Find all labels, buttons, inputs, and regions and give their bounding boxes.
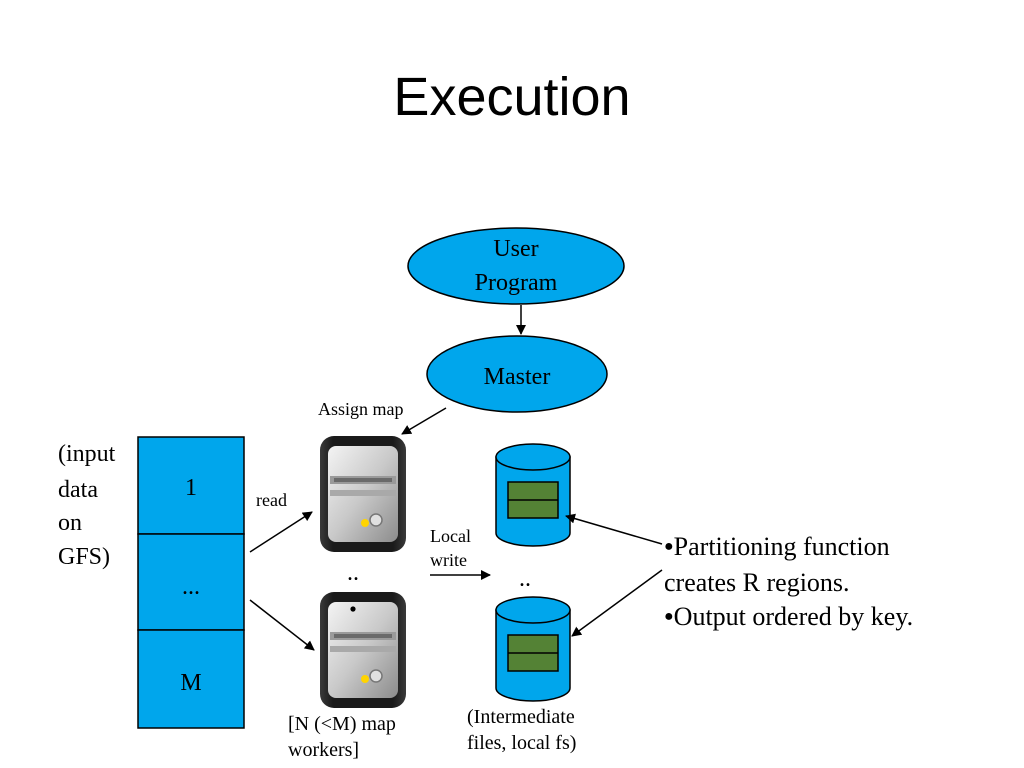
intermediate-note-line1: (Intermediate bbox=[467, 706, 575, 728]
split-label-3: M bbox=[180, 670, 201, 696]
intermediate-disk-top bbox=[495, 443, 571, 547]
arrow-partition-top bbox=[565, 513, 663, 545]
map-worker-bottom bbox=[319, 591, 407, 709]
bullet-item-1: ●Partitioning function bbox=[664, 530, 913, 566]
server-icon bbox=[319, 591, 407, 709]
map-worker-top bbox=[319, 435, 407, 553]
master-node: Master bbox=[426, 335, 608, 413]
input-note-line1: (input bbox=[58, 441, 116, 467]
bullet-text: Partitioning function bbox=[673, 532, 890, 561]
input-note-line3: on bbox=[58, 510, 82, 536]
input-splits: 1 ... M bbox=[137, 436, 245, 729]
workers-ellipsis-dots: .. bbox=[347, 560, 359, 586]
master-label: Master bbox=[484, 364, 551, 390]
bullet-text: creates R regions. bbox=[664, 568, 850, 598]
local-write-label-line2: write bbox=[430, 550, 467, 570]
workers-note-line1: [N (<M) map bbox=[288, 713, 396, 735]
bullet-text: Output ordered by key. bbox=[673, 602, 914, 632]
local-write-label-line1: Local bbox=[430, 526, 471, 546]
split-box-1 bbox=[137, 436, 245, 535]
split-box-3 bbox=[137, 629, 245, 729]
workers-note-line2: workers] bbox=[288, 739, 359, 761]
user-program-node: User Program bbox=[407, 227, 625, 305]
read-label: read bbox=[256, 490, 287, 510]
bullet-marker: ● bbox=[664, 608, 674, 626]
user-program-label-line2: Program bbox=[475, 270, 558, 296]
split-label-2: ... bbox=[182, 574, 200, 600]
arrow-read-bottom bbox=[249, 599, 315, 651]
intermediate-disk-bottom bbox=[495, 596, 571, 702]
bullet-item-2: ●Output ordered by key. bbox=[664, 600, 913, 636]
input-note-line2: data bbox=[58, 477, 98, 503]
split-label-1: 1 bbox=[185, 475, 197, 501]
bullet-list: ●Partitioning function creates R regions… bbox=[664, 530, 913, 636]
workers-ellipsis-dot bbox=[350, 606, 356, 612]
input-note-line4: GFS) bbox=[58, 544, 110, 570]
arrow-read-top bbox=[249, 511, 313, 553]
assign-map-label: Assign map bbox=[318, 399, 404, 419]
bullet-item-1-continued: creates R regions. bbox=[664, 566, 913, 600]
arrow-assign-map bbox=[401, 407, 447, 435]
slide-title: Execution bbox=[393, 67, 631, 127]
intermediate-note-line2: files, local fs) bbox=[467, 732, 576, 754]
split-box-2 bbox=[137, 533, 245, 631]
user-program-label-line1: User bbox=[493, 236, 538, 262]
arrow-partition-bottom bbox=[571, 569, 663, 637]
disks-ellipsis-dots: .. bbox=[519, 566, 531, 592]
bullet-marker: ● bbox=[664, 538, 674, 556]
server-icon bbox=[319, 435, 407, 553]
